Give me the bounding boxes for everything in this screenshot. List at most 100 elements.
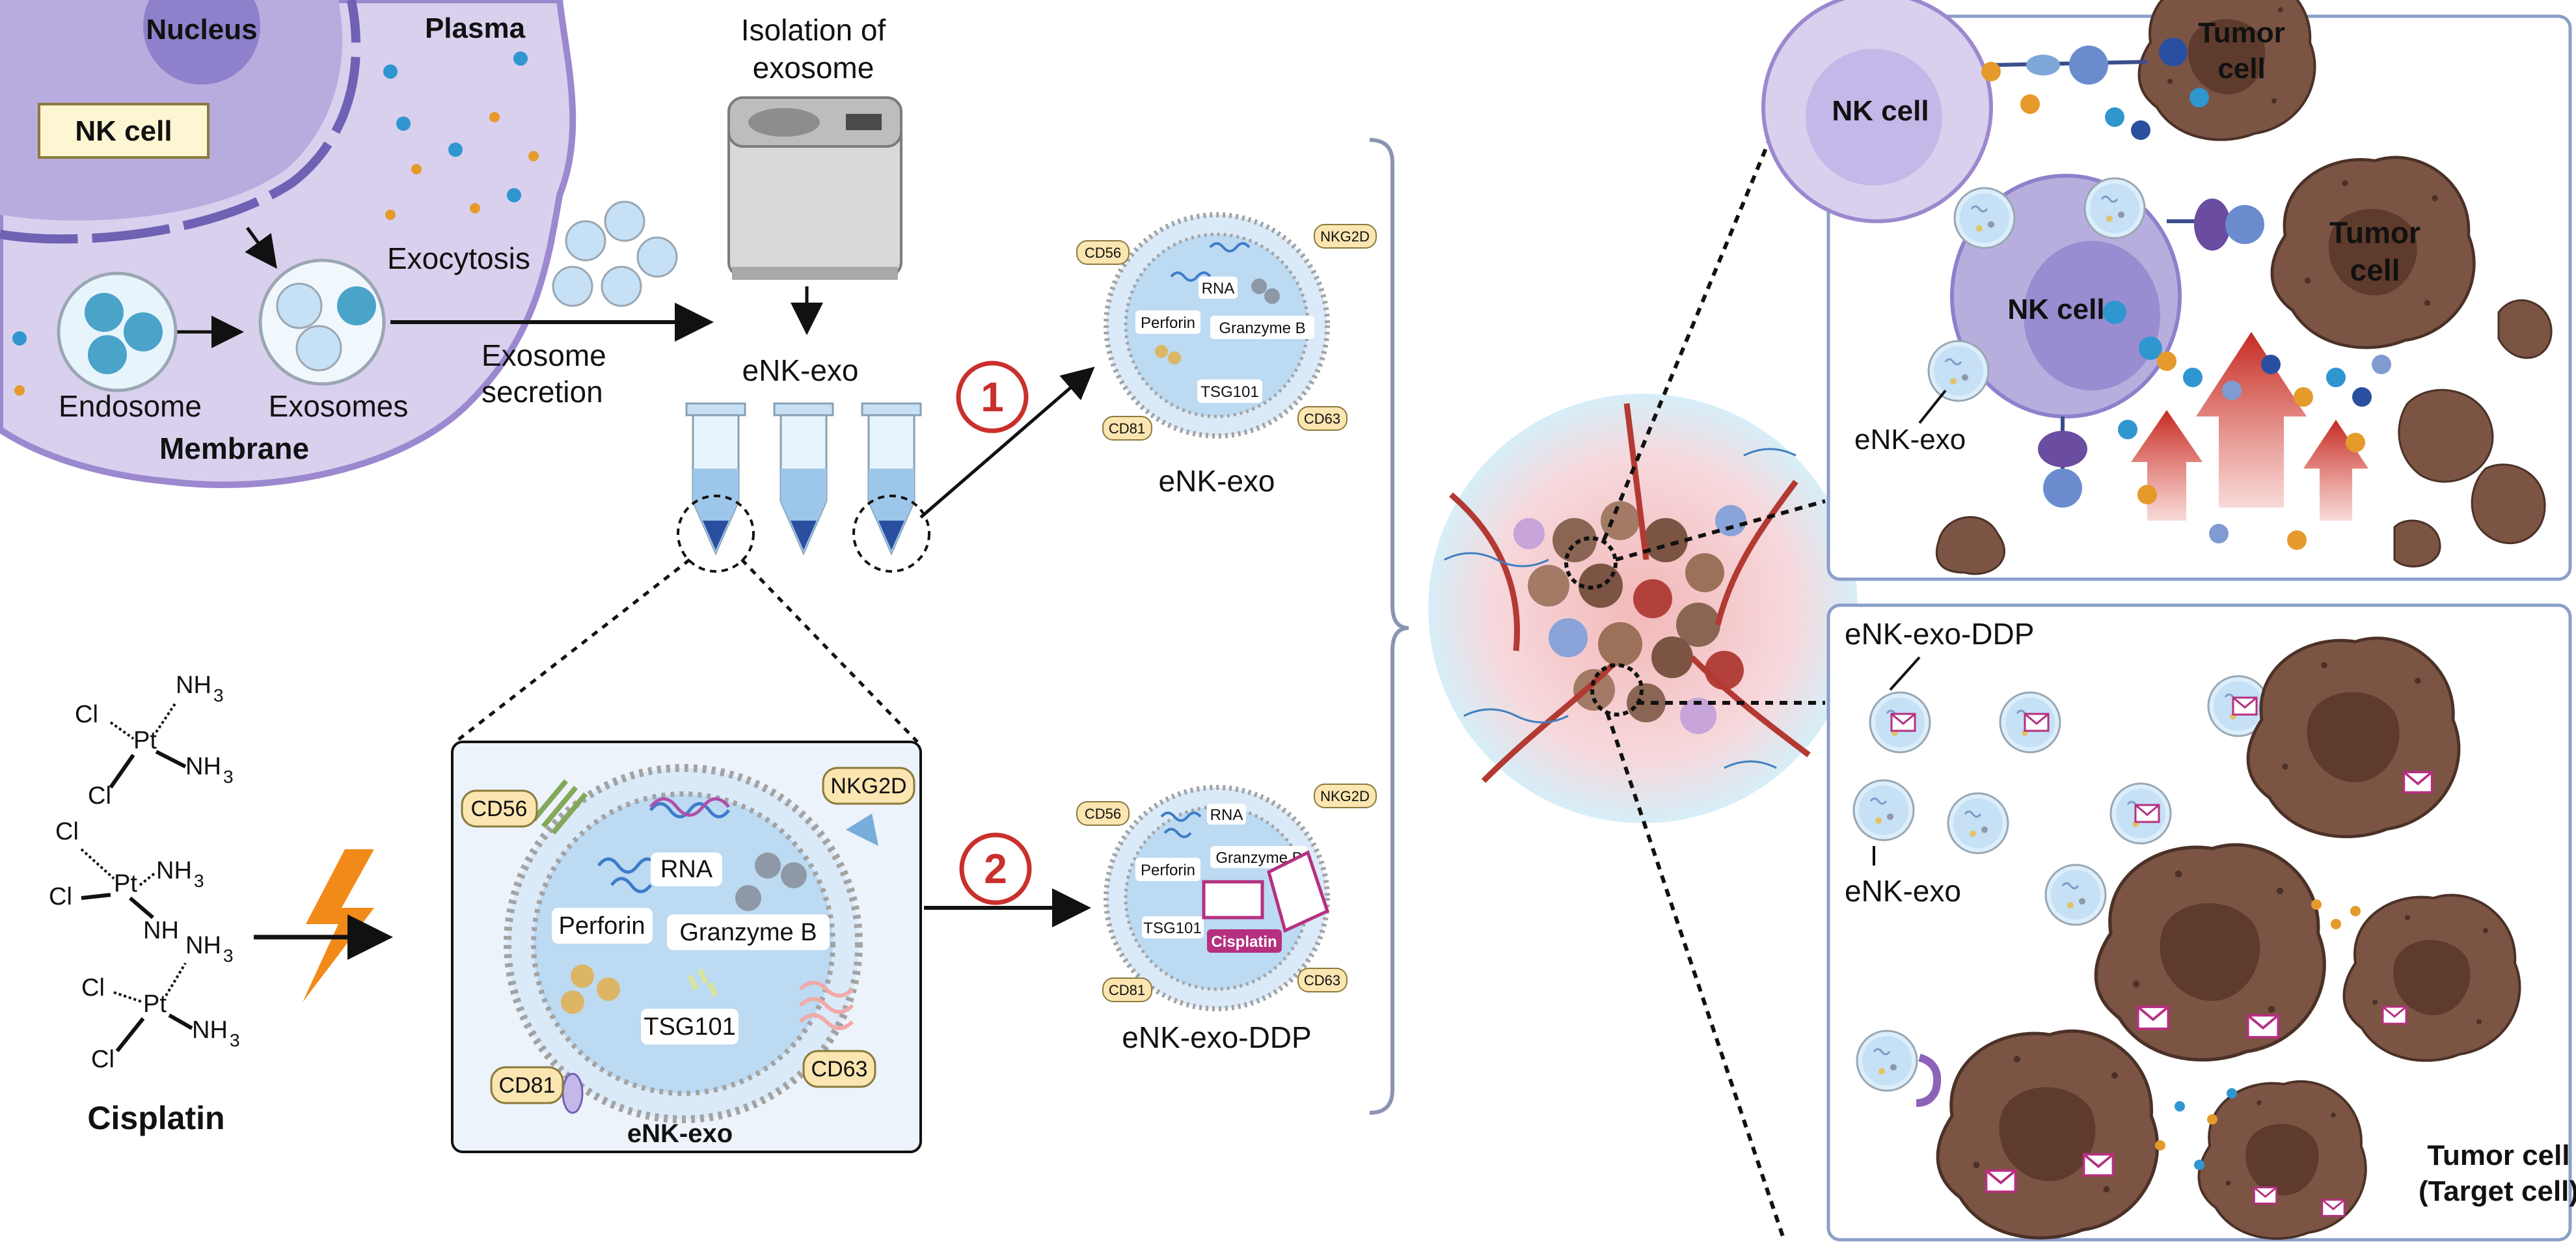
zoom-top-enk-exo-label: eNK-exo bbox=[1854, 424, 1966, 456]
detail-granzyme-label: Granzyme B bbox=[679, 919, 817, 946]
plasma-label: Plasma bbox=[425, 12, 526, 44]
tumor-mass bbox=[1428, 394, 1858, 823]
nuclear-envelope bbox=[0, 0, 361, 244]
svg-text:Granzyme B: Granzyme B bbox=[1219, 320, 1305, 337]
svg-text:CD63: CD63 bbox=[811, 1057, 868, 1082]
tumor-mass-cells bbox=[1513, 501, 1746, 734]
svg-text:Perforin: Perforin bbox=[1141, 862, 1195, 879]
svg-text:3: 3 bbox=[223, 767, 234, 787]
svg-text:RNA: RNA bbox=[1210, 806, 1243, 824]
zoom-bottom-enk-exo-label: eNK-exo bbox=[1845, 874, 1961, 908]
svg-text:Cl: Cl bbox=[75, 701, 98, 728]
zoom-top-panel: NK cell Tumor cell Tumor cell NK cell bbox=[1761, 0, 2572, 581]
svg-text:3: 3 bbox=[223, 946, 234, 966]
detail-nkg2d-marker: NKG2D bbox=[822, 767, 915, 846]
svg-text:Cl: Cl bbox=[88, 782, 111, 810]
endosome bbox=[57, 271, 178, 392]
svg-text:NH: NH bbox=[185, 753, 221, 780]
detail-rna-label: RNA bbox=[660, 856, 713, 883]
immune-synapse-top bbox=[1990, 38, 2188, 85]
zoom-line-right bbox=[740, 558, 919, 743]
nucleolus bbox=[143, 0, 260, 85]
enk-exo-ddp-vesicle: RNA Perforin Granzyme B TSG101 Cisplatin… bbox=[1076, 784, 1377, 1054]
tumor-zoom-circle-bottom bbox=[1590, 663, 1644, 717]
nk-cell-label: NK cell bbox=[75, 115, 172, 147]
svg-text:Tumor: Tumor bbox=[2329, 216, 2420, 250]
scattered-drug-particles bbox=[2155, 899, 2361, 1170]
detail-perforin-icon bbox=[561, 964, 620, 1014]
detail-cd56-marker: CD56 bbox=[461, 779, 588, 835]
svg-text:NH: NH bbox=[156, 857, 192, 884]
detail-perforin-label: Perforin bbox=[558, 912, 645, 940]
exosome-secretion-label-1: Exosome bbox=[481, 338, 606, 372]
svg-text:CD81: CD81 bbox=[1109, 982, 1145, 998]
enk-exo-detail-panel: RNA Perforin Granzyme B TSG101 CD56 NKG2… bbox=[451, 741, 922, 1153]
enk-exo-vesicle: RNA Perforin Granzyme B TSG101 CD56 NKG2… bbox=[1076, 212, 1377, 498]
svg-text:TSG101: TSG101 bbox=[1200, 383, 1258, 401]
receptor-synapse-bottom bbox=[2038, 416, 2087, 508]
svg-text:Cl: Cl bbox=[91, 1046, 115, 1073]
detail-cd81-marker: CD81 bbox=[490, 1066, 584, 1114]
cisplatin-tag-label: Cisplatin bbox=[1211, 933, 1277, 951]
detail-cd63-marker: CD63 bbox=[798, 981, 876, 1088]
tumor-zoom-circle-top bbox=[1564, 536, 1618, 590]
target-tumor-cells bbox=[1938, 638, 2521, 1240]
detail-tsg101-label: TSG101 bbox=[644, 1013, 736, 1041]
detail-rna-icon bbox=[597, 802, 730, 894]
nk-cell-origin: Nucleus Plasma NK cell Endosome Exosomes bbox=[0, 0, 714, 488]
svg-text:NKG2D: NKG2D bbox=[1320, 788, 1370, 804]
svg-text:Cl: Cl bbox=[55, 818, 79, 845]
tumor-target-label-1: Tumor cell bbox=[2427, 1140, 2569, 1171]
step2-badge bbox=[959, 832, 1032, 905]
svg-text:NKG2D: NKG2D bbox=[1320, 228, 1370, 245]
receptor-synapse-right bbox=[2167, 198, 2264, 251]
isolation-title-2: exosome bbox=[753, 51, 874, 85]
svg-text:Tumor: Tumor bbox=[2198, 17, 2285, 49]
svg-text:NH: NH bbox=[192, 1017, 228, 1044]
lightning-icon bbox=[303, 849, 374, 1002]
exosomes-multivesicular bbox=[258, 258, 386, 386]
isolation-section: Isolation of exosome eNK-exo bbox=[454, 13, 930, 743]
membrane-label: Membrane bbox=[159, 431, 309, 465]
sample-tubes bbox=[677, 402, 930, 573]
bracket bbox=[1369, 138, 1409, 1115]
step1-arrow bbox=[919, 366, 1095, 519]
svg-text:NKG2D: NKG2D bbox=[830, 774, 906, 799]
nk-cell-corner: NK cell bbox=[1761, 0, 1993, 223]
nucleus-label: Nucleus bbox=[146, 14, 257, 46]
detail-granzyme-icon bbox=[735, 853, 807, 911]
exocytosis-label: Exocytosis bbox=[387, 241, 530, 275]
svg-text:CD56: CD56 bbox=[1085, 806, 1121, 822]
tumor-cell-right: Tumor cell bbox=[2272, 157, 2474, 348]
svg-text:Cl: Cl bbox=[81, 974, 105, 1002]
svg-text:CD63: CD63 bbox=[1304, 972, 1340, 989]
isolation-title-1: Isolation of bbox=[741, 13, 886, 47]
granule-particles bbox=[1981, 62, 2391, 550]
svg-text:CD56: CD56 bbox=[471, 797, 528, 821]
centrifuge-icon bbox=[727, 96, 902, 280]
membrane-to-exosome-arrow bbox=[245, 226, 277, 269]
exosome-secretion-label-2: secretion bbox=[481, 375, 603, 409]
svg-text:RNA: RNA bbox=[1202, 280, 1235, 297]
svg-text:Pt: Pt bbox=[143, 990, 167, 1018]
svg-text:Perforin: Perforin bbox=[1141, 314, 1195, 332]
svg-text:3: 3 bbox=[194, 871, 204, 891]
cisplatin-label: Cisplatin bbox=[87, 1100, 224, 1136]
zoom-line-top-b bbox=[1615, 499, 1826, 562]
nk-cell-label-box bbox=[38, 103, 210, 159]
svg-text:cell: cell bbox=[2217, 53, 2265, 85]
tumor-cell-top: Tumor cell bbox=[2137, 0, 2316, 141]
svg-text:3: 3 bbox=[230, 1030, 240, 1050]
exosomes-label: Exosomes bbox=[269, 389, 409, 423]
svg-text:NH: NH bbox=[176, 672, 211, 699]
svg-text:NH: NH bbox=[185, 932, 221, 959]
released-exosomes bbox=[552, 200, 678, 307]
zoom-line-left bbox=[454, 558, 691, 743]
enk-exo-ddp-label: eNK-exo-DDP bbox=[1122, 1020, 1311, 1054]
zoom-line-bottom-b bbox=[1605, 712, 1785, 1237]
svg-text:CD56: CD56 bbox=[1085, 245, 1121, 261]
svg-text:Pt: Pt bbox=[133, 727, 157, 754]
tumor-target-label-2: (Target cell) bbox=[2419, 1175, 2576, 1207]
